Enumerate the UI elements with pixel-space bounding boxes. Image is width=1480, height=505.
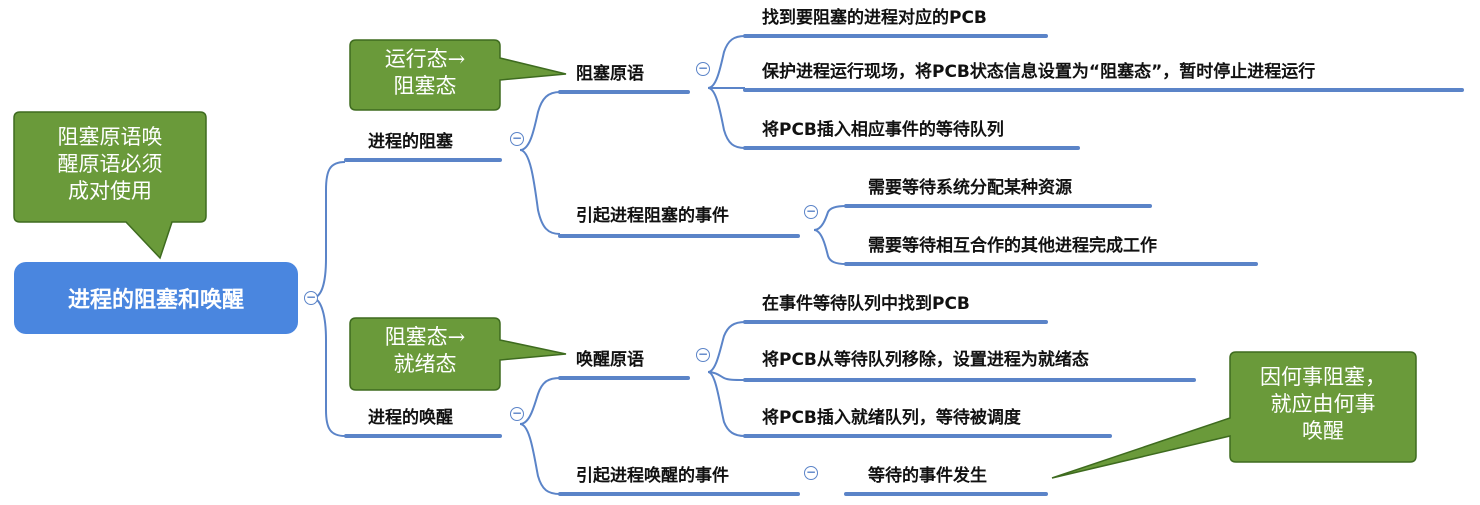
node-wake-step-1[interactable]: 在事件等待队列中找到PCB — [762, 294, 970, 314]
node-wakeup[interactable]: 进程的唤醒 — [368, 408, 453, 428]
node-wake-events[interactable]: 引起进程唤醒的事件 — [576, 466, 729, 486]
wake-events-collapse-icon[interactable]: − — [804, 465, 818, 480]
connector-wake-step-3 — [707, 371, 746, 437]
connector-root-blocking — [311, 161, 346, 299]
node-block-step-3[interactable]: 将PCB插入相应事件的等待队列 — [762, 120, 1004, 140]
callout-wake-transition: 阻塞态→ 就绪态 — [384, 325, 466, 376]
callout-pairing-shape — [13, 111, 207, 260]
node-blocking[interactable]: 进程的阻塞 — [368, 132, 453, 152]
node-wake-step-2[interactable]: 将PCB从等待队列移除，设置进程为就绪态 — [762, 350, 1089, 370]
root-collapse-icon[interactable]: − — [304, 290, 318, 305]
block-primitive-collapse-icon[interactable]: − — [696, 61, 710, 76]
connector-wake-step-1 — [707, 321, 746, 373]
connector-wakeup-events — [519, 423, 561, 495]
wake-primitive-collapse-icon[interactable]: − — [696, 347, 710, 362]
connector-block-event-2 — [813, 229, 847, 265]
root-node[interactable]: 进程的阻塞和唤醒 — [14, 262, 298, 334]
callout-cause: 因何事阻塞， 就应由何事 唤醒 — [1260, 365, 1386, 443]
connector-wake-step-2 — [707, 371, 746, 381]
node-wake-step-3[interactable]: 将PCB插入就绪队列，等待被调度 — [762, 408, 1021, 428]
callout-wake-transition-shape — [349, 317, 567, 391]
node-wake-event-1[interactable]: 等待的事件发生 — [868, 466, 987, 486]
callout-block-transition-shape — [349, 39, 567, 111]
node-block-step-2[interactable]: 保护进程运行现场，将PCB状态信息设置为“阻塞态”，暂时停止进程运行 — [762, 62, 1316, 82]
connector-blocking-primitive — [519, 91, 561, 151]
node-block-event-1[interactable]: 需要等待系统分配某种资源 — [868, 178, 1072, 198]
wakeup-collapse-icon[interactable]: − — [510, 406, 524, 421]
callout-block-transition: 运行态→ 阻塞态 — [384, 47, 466, 98]
connector-root-wakeup — [311, 297, 346, 437]
node-block-events[interactable]: 引起进程阻塞的事件 — [576, 206, 729, 226]
node-block-primitive[interactable]: 阻塞原语 — [576, 64, 644, 84]
node-block-step-1[interactable]: 找到要阻塞的进程对应的PCB — [762, 8, 987, 28]
node-wake-primitive[interactable]: 唤醒原语 — [576, 350, 644, 370]
connector-wakeup-primitive — [519, 377, 561, 425]
blocking-collapse-icon[interactable]: − — [510, 131, 524, 146]
callout-pairing: 阻塞原语唤 醒原语必须 成对使用 — [57, 125, 163, 203]
connector-block-step-3 — [707, 87, 746, 149]
connector-block-event-1 — [813, 205, 847, 231]
block-events-collapse-icon[interactable]: − — [804, 204, 818, 219]
connector-block-step-1 — [707, 35, 746, 89]
callout-cause-shape — [1051, 351, 1417, 479]
connector-blocking-events — [519, 149, 561, 235]
node-block-event-2[interactable]: 需要等待相互合作的其他进程完成工作 — [868, 236, 1157, 256]
